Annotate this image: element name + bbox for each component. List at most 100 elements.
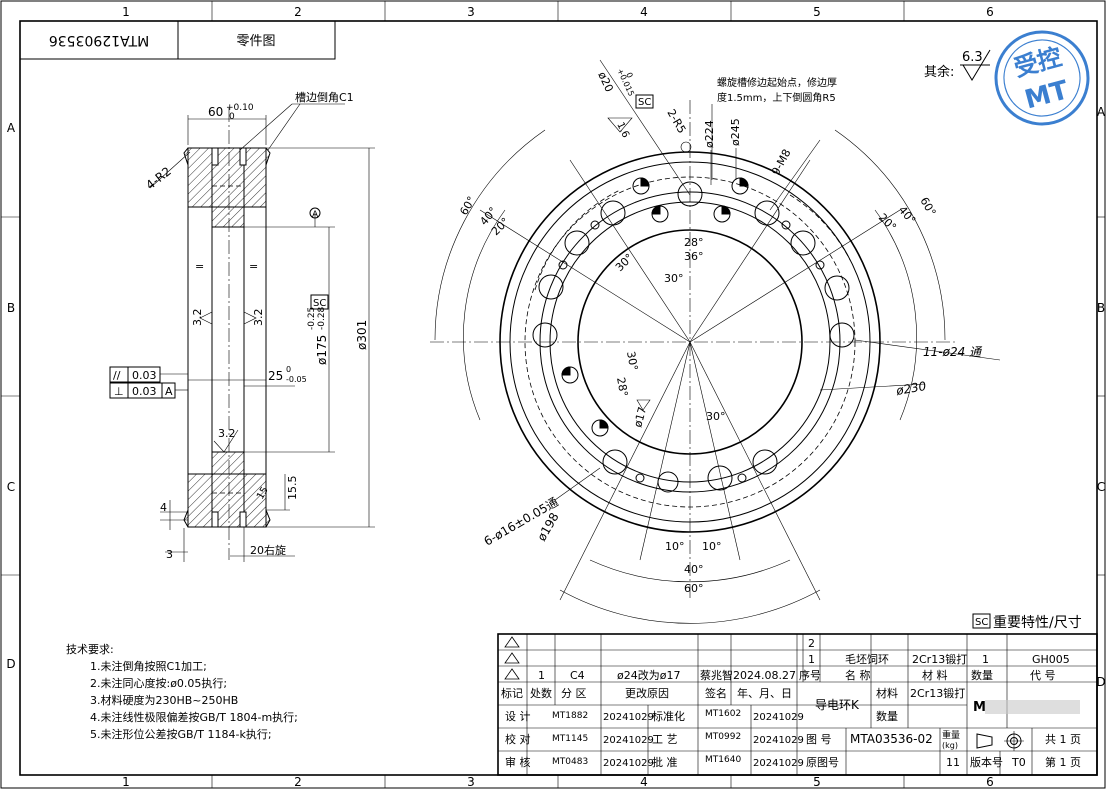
col-label-top-2: 2: [294, 5, 302, 19]
large-hole: [564, 230, 590, 256]
plan-roughness: 1.6: [614, 121, 631, 140]
drawing-no: MTA03536-02: [850, 732, 933, 746]
roughness-bottom: 3.2: [218, 427, 236, 440]
parts-header-material: 材 料: [922, 668, 948, 682]
parts-header-code: 代 号: [1030, 669, 1056, 682]
sc-box-plan: SC: [638, 97, 651, 108]
perpendicularity-datum: A: [165, 385, 173, 398]
signoff-id-design: MT1882: [552, 711, 588, 721]
part-code-mirrored: MTA12903536: [49, 32, 149, 48]
signoff-id-approve: MT1640: [705, 755, 741, 765]
angle-36: 36°: [684, 250, 704, 263]
signoff-role-process: 工 艺: [652, 733, 678, 746]
note-3: 3.材料硬度为230HB~250HB: [90, 693, 238, 707]
signoff-id-review: MT0483: [552, 757, 588, 767]
rev-header-sign: 签名: [705, 686, 727, 700]
parts-code: GH005: [1032, 653, 1070, 666]
rev-header-zone: 分 区: [561, 687, 587, 700]
section-top-hatch: [183, 147, 271, 208]
signoff-role-check: 校 对: [505, 732, 531, 746]
parts-header-seq: 序号: [799, 668, 821, 682]
large-hole: [752, 449, 778, 475]
col-label-top-5: 5: [813, 5, 821, 19]
radius-r5-note: 2-R5: [664, 107, 688, 136]
thickness-tol-upper: 0: [286, 365, 291, 374]
bore-tol-upper: -0.25: [307, 307, 317, 330]
roughness-right: 3.2: [252, 309, 265, 327]
signoff-id-standard: MT1602: [705, 709, 741, 719]
through-hole-note: 11-ø24 通: [923, 345, 983, 359]
diameter-245: ø245: [729, 118, 742, 146]
row-label-right-b: B: [1097, 301, 1105, 315]
width-tol-upper: +0.10: [226, 103, 254, 113]
note-4: 4.未注线性极限偏差按GB/T 1804-m执行;: [90, 710, 298, 724]
section-view: 60 +0.10 0 槽边倒角C1 4-R2 ø301 ø175 -0.25 -…: [109, 91, 375, 562]
angle-28-b: 28°: [614, 376, 630, 397]
parts-name: 毛坯饲环: [845, 653, 889, 666]
surface-finish-value: 6.3: [962, 50, 983, 65]
weight-unit: (kg): [942, 741, 958, 750]
signoff-date-approve: 20241029: [753, 758, 804, 769]
material-label: 材料: [876, 686, 898, 700]
signoff-role-review: 审 核: [505, 755, 531, 769]
signoff-date-review: 20241029: [603, 758, 654, 769]
large-hole: [707, 465, 733, 491]
dim-15-5: 15.5: [286, 476, 299, 501]
signoff-date-process: 20241029: [753, 735, 804, 746]
parts-header-name: 名 称: [845, 668, 871, 682]
signoff-id-check: MT1145: [552, 734, 588, 744]
angle-60-right: 60°: [917, 195, 938, 218]
angle-28: 28°: [684, 236, 704, 249]
equal-mark-left: =: [195, 260, 204, 273]
angle-20-right: 20°: [876, 211, 899, 234]
part-code-box: MTA12903536 零件图: [19, 20, 336, 60]
parts-seq-2: 2: [808, 637, 815, 650]
projection-symbol-icon: [976, 731, 1024, 751]
scale-value: 11: [946, 756, 960, 769]
large-hole: [657, 471, 679, 493]
col-label-bottom-3: 3: [467, 775, 475, 789]
signoff-date-check: 20241029: [603, 735, 654, 746]
sc-legend-text: 重要特性/尺寸: [993, 615, 1082, 631]
drawing-no-label: 图 号: [806, 733, 832, 746]
thickness-dim: 25: [268, 369, 283, 383]
large-hole: [677, 181, 703, 207]
col-label-top-4: 4: [640, 5, 648, 19]
redacted-company-name: [985, 700, 1080, 714]
parallelism-tol: 0.03: [132, 369, 157, 382]
row-label-left-b: B: [7, 301, 15, 315]
rev-header-count: 处数: [530, 687, 552, 700]
parallelism-frame: // 0.03: [109, 366, 161, 383]
large-hole: [829, 322, 855, 348]
company-abbr: M: [973, 700, 986, 715]
col-label-top-1: 1: [122, 5, 130, 19]
outer-diameter-dim: ø301: [355, 320, 369, 350]
angle-60-left: 60°: [457, 194, 478, 217]
pin-tol-lower: 0: [624, 71, 634, 79]
note-5: 5.未注形位公差按GB/T 1184-k执行;: [90, 727, 272, 741]
dim-4: 4: [160, 501, 167, 514]
angle-10-right: 10°: [702, 540, 722, 553]
svg-text://: //: [113, 369, 121, 382]
inner-bore-circle: [577, 229, 803, 455]
equal-mark-right: =: [249, 260, 258, 273]
svg-text:SC: SC: [975, 617, 988, 628]
svg-text:⊥: ⊥: [114, 385, 124, 398]
signoff-date-standard: 20241029: [753, 712, 804, 723]
row-label-left-c: C: [7, 480, 15, 494]
rev-header-reason: 更改原因: [625, 686, 669, 700]
row-label-right-c: C: [1097, 480, 1105, 494]
note-2: 2.未注同心度按:ø0.05执行;: [90, 676, 227, 690]
spiral-note-1: 螺旋槽修边起始点，修边厚: [717, 76, 837, 89]
parts-material: 2Cr13锻打: [912, 652, 967, 666]
col-label-bottom-1: 1: [122, 775, 130, 789]
radius-note: 4-R2: [143, 164, 174, 192]
row-label-right-d: D: [1096, 675, 1105, 689]
large-hole: [538, 274, 564, 300]
angle-30-b: 30°: [664, 272, 684, 285]
perpendicularity-tol: 0.03: [132, 385, 157, 398]
col-label-top-6: 6: [986, 5, 994, 19]
parts-header-qty: 数量: [971, 669, 993, 682]
rev-change: ø24改为ø17: [617, 668, 680, 682]
sheets-total: 共 1 页: [1045, 733, 1081, 746]
